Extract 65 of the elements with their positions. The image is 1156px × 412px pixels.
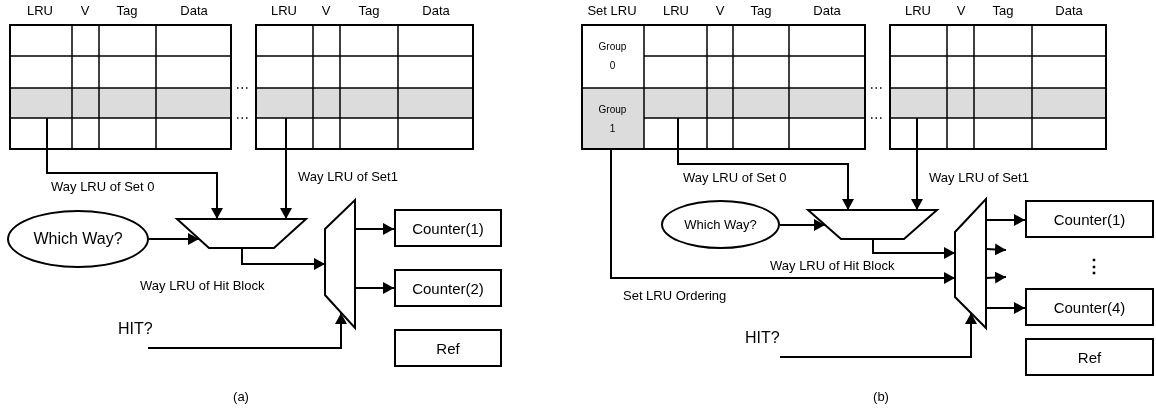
input-label: HIT? (745, 329, 805, 357)
counter-box: Counter(2) (394, 269, 502, 307)
ref-box: Ref (1025, 338, 1154, 376)
cache-table (9, 24, 232, 150)
edge-label: Way LRU of Hit Block (770, 257, 895, 273)
column-header: V (715, 3, 725, 19)
edge-label: Way LRU of Set1 (929, 169, 1029, 185)
arrow (241, 247, 326, 270)
column-header: Tag (992, 3, 1014, 19)
column-header: Set LRU (587, 3, 637, 19)
column-header: V (80, 3, 90, 19)
arrow (985, 271, 1007, 284)
arrow (985, 214, 1026, 226)
multiplexer (177, 219, 306, 248)
column-header: V (956, 3, 966, 19)
vertical-ellipsis: ⋮ (1085, 257, 1103, 277)
ref-box: Ref (394, 329, 502, 367)
arrow (354, 282, 395, 294)
cache-table (255, 24, 474, 150)
counter-box: Counter(1) (1025, 200, 1154, 238)
arrow (872, 238, 956, 259)
multiplexer (955, 199, 986, 328)
arrow (779, 312, 977, 358)
column-header: Tag (358, 3, 380, 19)
edge-label: Way LRU of Hit Block (140, 277, 265, 293)
column-header: V (321, 3, 331, 19)
column-header: LRU (27, 3, 53, 19)
panel-caption: (b) (873, 389, 889, 405)
column-header: LRU (271, 3, 297, 19)
decision-oval: Which Way? (661, 200, 780, 249)
multiplexer (325, 200, 355, 328)
decision-oval: Which Way? (7, 210, 149, 268)
arrow (148, 233, 200, 245)
arrow (985, 243, 1007, 256)
counter-box: Counter(1) (394, 209, 502, 247)
arrow (280, 117, 292, 220)
arrow (677, 117, 854, 211)
arrow (779, 219, 826, 231)
arrow (46, 117, 223, 220)
column-header: Tag (750, 3, 772, 19)
arrow (911, 117, 923, 211)
arrow (354, 223, 395, 235)
counter-box: Counter(4) (1025, 288, 1154, 326)
edge-label: Way LRU of Set 0 (51, 178, 155, 194)
input-label: HIT? (118, 320, 178, 348)
table-cell (255, 88, 313, 118)
column-header: Tag (116, 3, 138, 19)
column-header: LRU (663, 3, 689, 19)
edge-label: Way LRU of Set 0 (683, 169, 787, 185)
arrow (985, 302, 1026, 314)
panel-caption: (a) (233, 389, 249, 405)
column-header: LRU (905, 3, 931, 19)
cache-table (581, 24, 866, 150)
column-header: Data (813, 3, 841, 19)
edge-label: Set LRU Ordering (623, 287, 727, 303)
cache-table (889, 24, 1107, 150)
group-cell: Group 0 (581, 24, 644, 88)
column-header: Data (180, 3, 208, 19)
multiplexer (808, 210, 937, 239)
arrow (610, 149, 956, 284)
table-cell (889, 88, 947, 118)
edge-label: Way LRU of Set1 (298, 168, 398, 184)
arrow (147, 312, 347, 349)
column-header: Data (422, 3, 450, 19)
column-header: Data (1055, 3, 1083, 19)
